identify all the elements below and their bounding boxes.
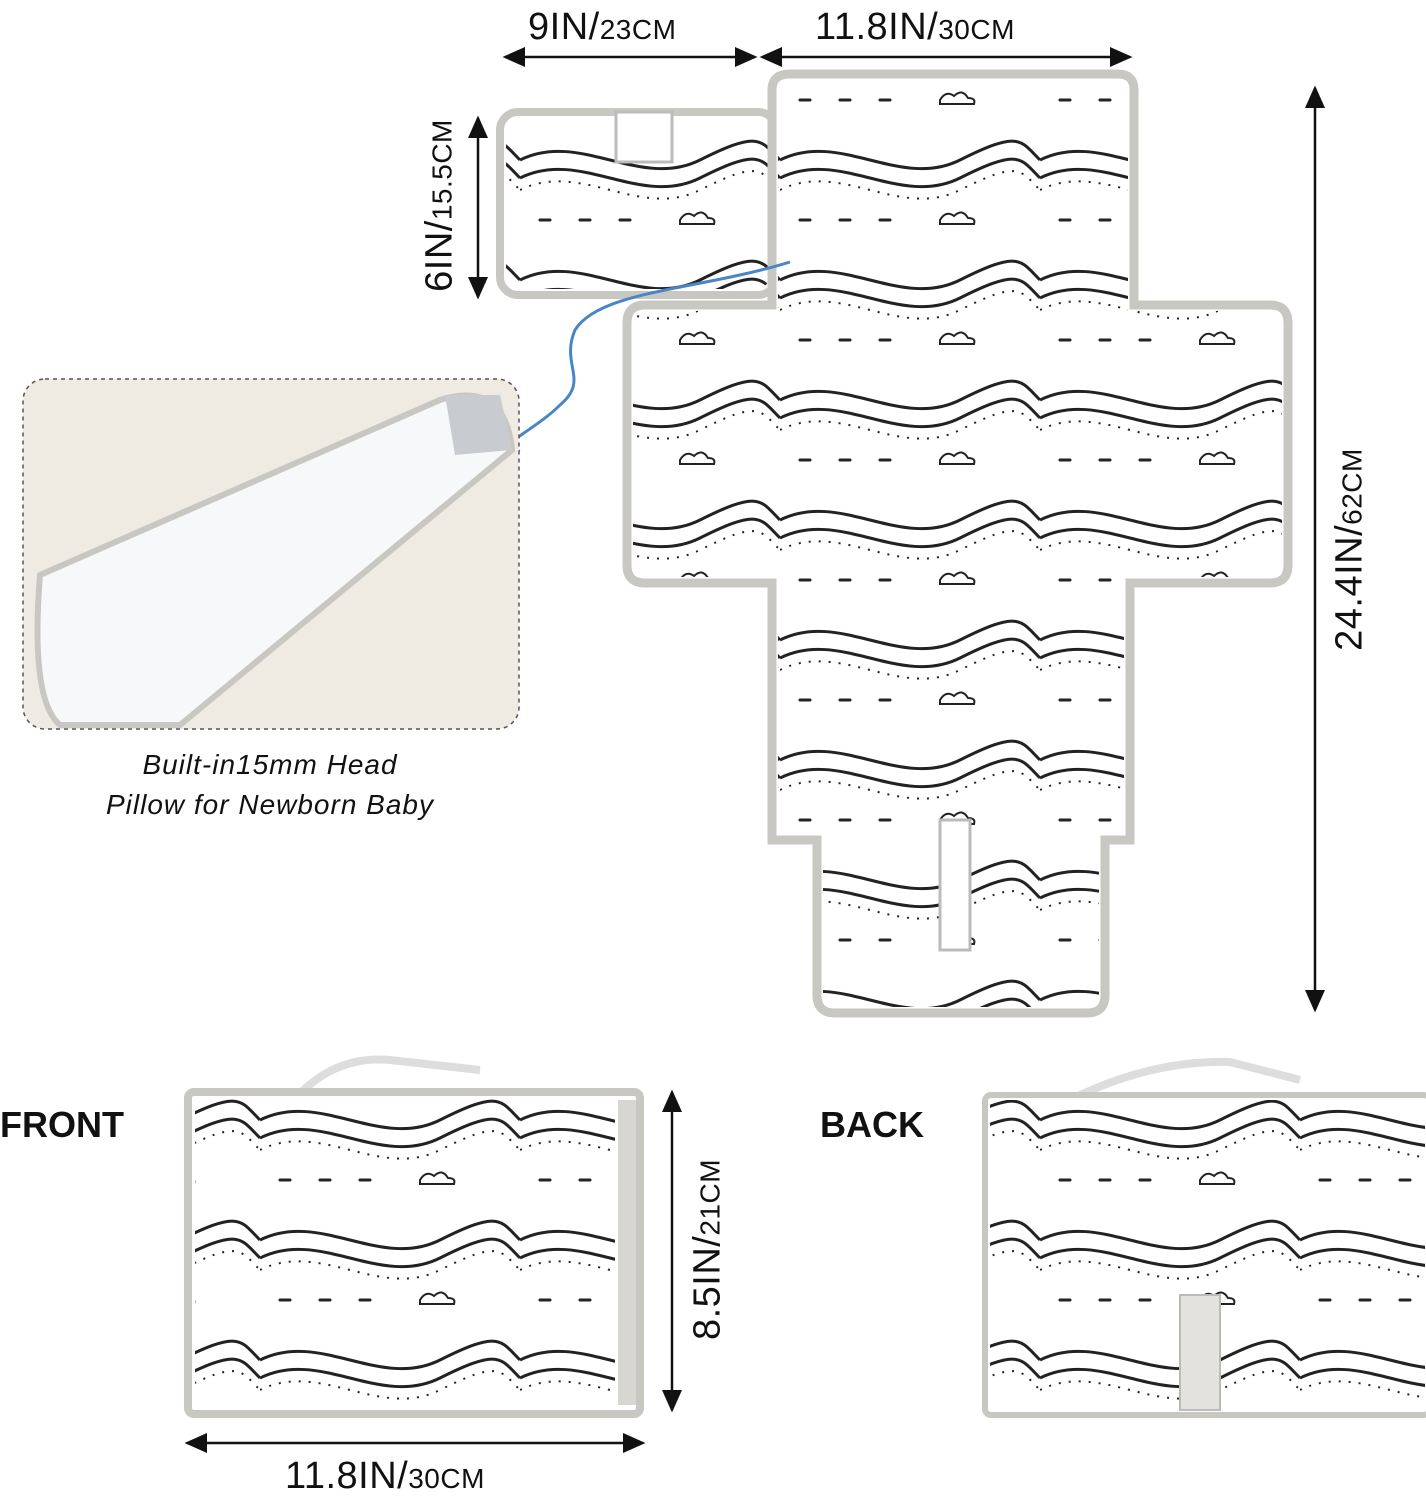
inch-value: 9IN/ xyxy=(528,6,600,48)
cm-value: 62CM xyxy=(1336,448,1368,525)
front-label: FRONT xyxy=(0,1104,124,1145)
cm-value: 21CM xyxy=(694,1158,726,1236)
inch-value: 24.4IN/ xyxy=(1328,524,1371,651)
pillow-closeup xyxy=(22,378,520,730)
front-view-image xyxy=(184,1055,644,1418)
pillow-caption: Built-in15mm Head Pillow for Newborn Bab… xyxy=(20,745,520,825)
small-pad-height-label: 6IN/15.5CM xyxy=(419,96,462,316)
inch-value: 8.5IN/ xyxy=(686,1235,729,1341)
small-pad-width-label: 9IN/23CM xyxy=(528,6,676,49)
back-label: BACK xyxy=(820,1104,924,1145)
mat-width-label: 11.8IN/30CM xyxy=(815,6,1015,49)
mat-length-label: 24.4IN/62CM xyxy=(1329,410,1372,690)
cm-value: 30CM xyxy=(938,14,1015,45)
cm-value: 15.5CM xyxy=(426,119,458,221)
cm-value: 23CM xyxy=(599,14,677,45)
back-view-image xyxy=(982,1057,1426,1418)
inch-value: 11.8IN/ xyxy=(815,6,939,48)
pillow-pad-image xyxy=(496,108,780,299)
folded-width-label: 11.8IN/30CM xyxy=(285,1455,485,1498)
dimension-arrows xyxy=(184,47,1325,1453)
folded-height-label: 8.5IN/21CM xyxy=(687,1110,730,1390)
inch-value: 11.8IN/ xyxy=(285,1455,409,1497)
changing-mat-image xyxy=(622,69,1293,1018)
inch-value: 6IN/ xyxy=(418,220,461,292)
caption-line-2: Pillow for Newborn Baby xyxy=(105,789,435,820)
cm-value: 30CM xyxy=(408,1463,485,1494)
caption-line-1: Built-in15mm Head xyxy=(142,749,398,780)
callout-arrow xyxy=(495,260,791,455)
